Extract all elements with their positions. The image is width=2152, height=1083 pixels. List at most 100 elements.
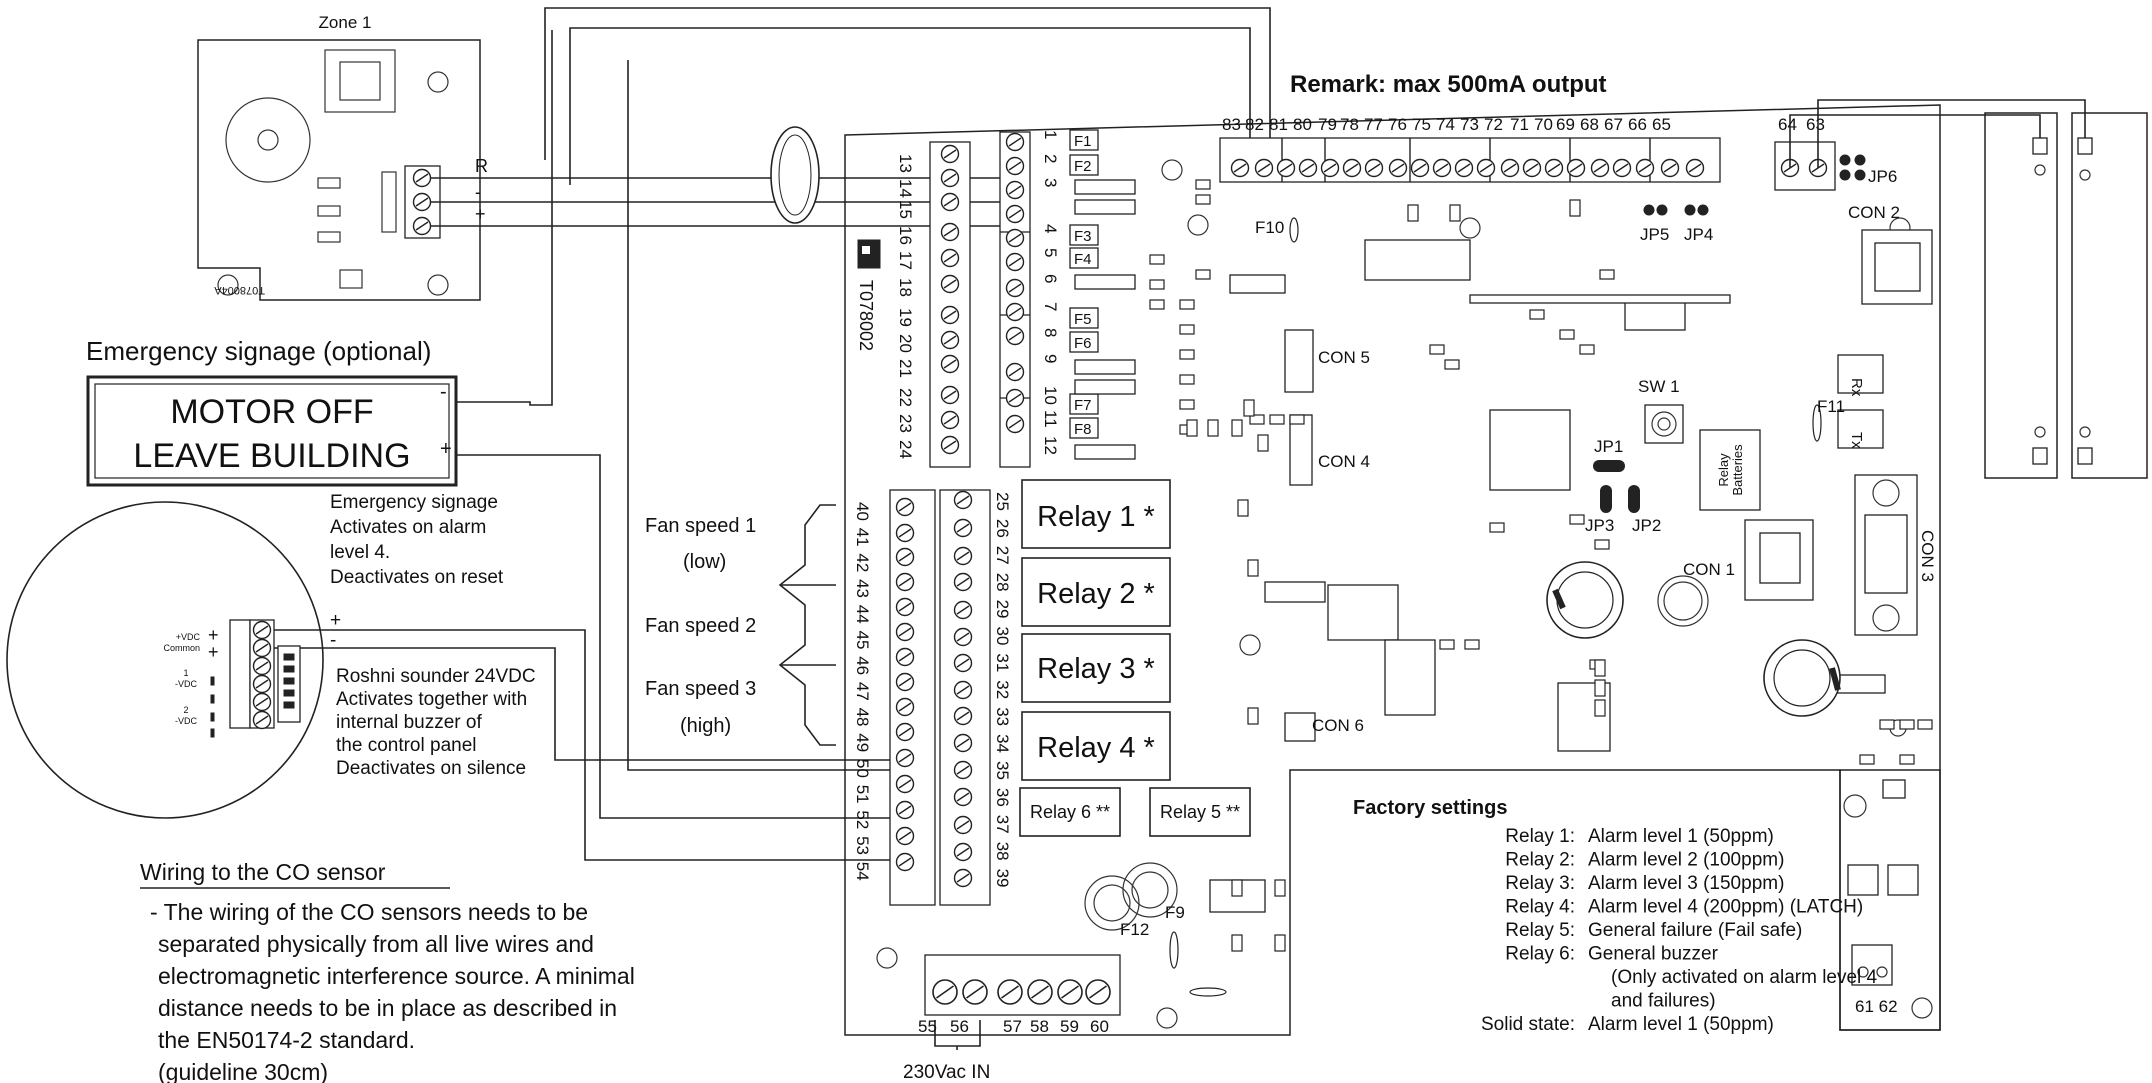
terminal-68: 68 [1580, 115, 1599, 134]
sounder-note-4: the control panel [336, 735, 477, 756]
factory-row-value: Alarm level 1 (50ppm) [1588, 1014, 1774, 1035]
terminal-52: 52 [853, 810, 872, 829]
terminal-3: 3 [1041, 178, 1060, 187]
fuse-f8: F8 [1074, 421, 1092, 438]
terminal-63: 63 [1806, 115, 1825, 134]
terminal-49: 49 [853, 733, 872, 752]
terminal-81: 81 [1269, 115, 1288, 134]
fan-speed-3-high: (high) [680, 715, 731, 737]
relay-6-label: Relay 6 ** [1030, 802, 1110, 822]
factory-row-key: Relay 5: [1505, 920, 1575, 941]
terminal-16: 16 [896, 226, 915, 245]
terminal-78: 78 [1340, 115, 1359, 134]
fuse-f7: F7 [1074, 397, 1092, 414]
terminal-58: 58 [1030, 1017, 1049, 1036]
terminal-59: 59 [1060, 1017, 1079, 1036]
terminal-31: 31 [993, 653, 1012, 672]
terminal-51: 51 [853, 785, 872, 804]
terminal-20: 20 [896, 334, 915, 353]
terminal-11: 11 [1041, 410, 1060, 428]
terminal-42: 42 [853, 553, 872, 572]
terminal-36: 36 [993, 788, 1012, 807]
label-jp4: JP4 [1684, 225, 1713, 244]
relay-6-box [1019, 787, 1121, 837]
factory-row-key: Relay 4: [1505, 897, 1575, 918]
terminal-74: 74 [1436, 115, 1455, 134]
terminal-79: 79 [1318, 115, 1337, 134]
terminal-82: 82 [1245, 115, 1264, 134]
relay-5-label: Relay 5 ** [1160, 802, 1240, 822]
relay-2-label: Relay 2 * [1037, 578, 1155, 610]
terminal-33: 33 [993, 707, 1012, 726]
sounder-note-2: Activates together with [336, 689, 527, 710]
terminal-40: 40 [853, 502, 872, 521]
terminal-32: 32 [993, 680, 1012, 699]
factory-row-value: Alarm level 2 (100ppm) [1588, 850, 1784, 871]
label-con2: CON 2 [1848, 203, 1900, 222]
wiring-line-2: separated physically from all live wires… [158, 931, 594, 957]
wiring-line-5: the EN50174-2 standard. [158, 1027, 415, 1053]
label-f9: F9 [1165, 903, 1185, 922]
terminal-66: 66 [1628, 115, 1647, 134]
sounder-label-2-vdc: -VDC [175, 716, 197, 726]
relay-3-label: Relay 3 * [1037, 653, 1155, 685]
terminal-43: 43 [853, 579, 872, 598]
label-f10: F10 [1255, 218, 1284, 237]
terminal-17: 17 [896, 251, 915, 270]
label-con1: CON 1 [1683, 560, 1735, 579]
relay-batt-2: Batteries [1730, 444, 1745, 496]
terminal-14: 14 [896, 179, 915, 198]
sounder-note-5: Deactivates on silence [336, 758, 526, 779]
factory-row-value: Alarm level 1 (50ppm) [1588, 826, 1774, 847]
label-jp3: JP3 [1585, 516, 1614, 535]
terminal-24: 24 [896, 440, 915, 459]
wires [262, 7, 1271, 861]
control-panel-board: Remark: max 500mA output T078002 [844, 71, 1941, 1083]
terminal-7: 7 [1041, 302, 1060, 311]
panel-labels: F10 F11 F9 F12 SW 1 CON 2 CON 5 CON 4 CO… [1120, 167, 1937, 939]
terminal-2: 2 [1041, 154, 1060, 163]
relay-batt-1: Relay [1716, 453, 1731, 487]
label-con3: CON 3 [1918, 530, 1937, 582]
signage-minus: - [440, 381, 447, 403]
roshni-sounder: +VDC Common + + 1 -VDC 2 -VDC + - Roshni… [6, 501, 536, 819]
sounder-plus-label: + [330, 610, 341, 631]
label-f11: F11 [1817, 397, 1845, 416]
signage-note-4: Deactivates on reset [330, 567, 504, 588]
signage-line1: MOTOR OFF [170, 393, 373, 431]
zone-title: Zone 1 [319, 13, 372, 32]
terminal-56: 56 [950, 1017, 969, 1036]
label-con5: CON 5 [1318, 348, 1370, 367]
fan-speed-1-low: (low) [683, 551, 726, 573]
zone-pin-plus: + [475, 204, 486, 224]
label-rx: Rx [1848, 378, 1865, 397]
terminal-12: 12 [1041, 436, 1060, 455]
sounder-label-2: 2 [183, 705, 188, 715]
relay-5-box [1149, 787, 1251, 837]
signage-note-2: Activates on alarm [330, 517, 486, 538]
terminal-53: 53 [853, 836, 872, 855]
fuse-f2: F2 [1074, 158, 1092, 175]
fuse-f3: F3 [1074, 228, 1092, 245]
label-jp6: JP6 [1868, 167, 1897, 186]
terminal-69: 69 [1556, 115, 1575, 134]
terminal-50: 50 [853, 759, 872, 778]
relay-3-box [1021, 633, 1171, 703]
relay-1-box [1021, 479, 1171, 549]
terminal-27: 27 [993, 546, 1012, 565]
wiring-line-1: - The wiring of the CO sensors needs to … [150, 899, 588, 925]
wiring-line-4: distance needs to be in place as describ… [158, 995, 617, 1021]
terminal-29: 29 [993, 600, 1012, 619]
label-tx: Tx [1848, 432, 1865, 449]
terminal-22: 22 [896, 388, 915, 407]
relay-4-box [1021, 711, 1171, 781]
terminal-48: 48 [853, 708, 872, 727]
wiring-line-3: electromagnetic interference source. A m… [158, 963, 635, 989]
signage-plus: + [440, 438, 452, 460]
wiring-heading: Wiring to the CO sensor [140, 859, 386, 885]
terminal-18: 18 [896, 278, 915, 297]
terminal-76: 76 [1388, 115, 1407, 134]
label-jp1: JP1 [1594, 437, 1623, 456]
terminal-70: 70 [1534, 115, 1553, 134]
